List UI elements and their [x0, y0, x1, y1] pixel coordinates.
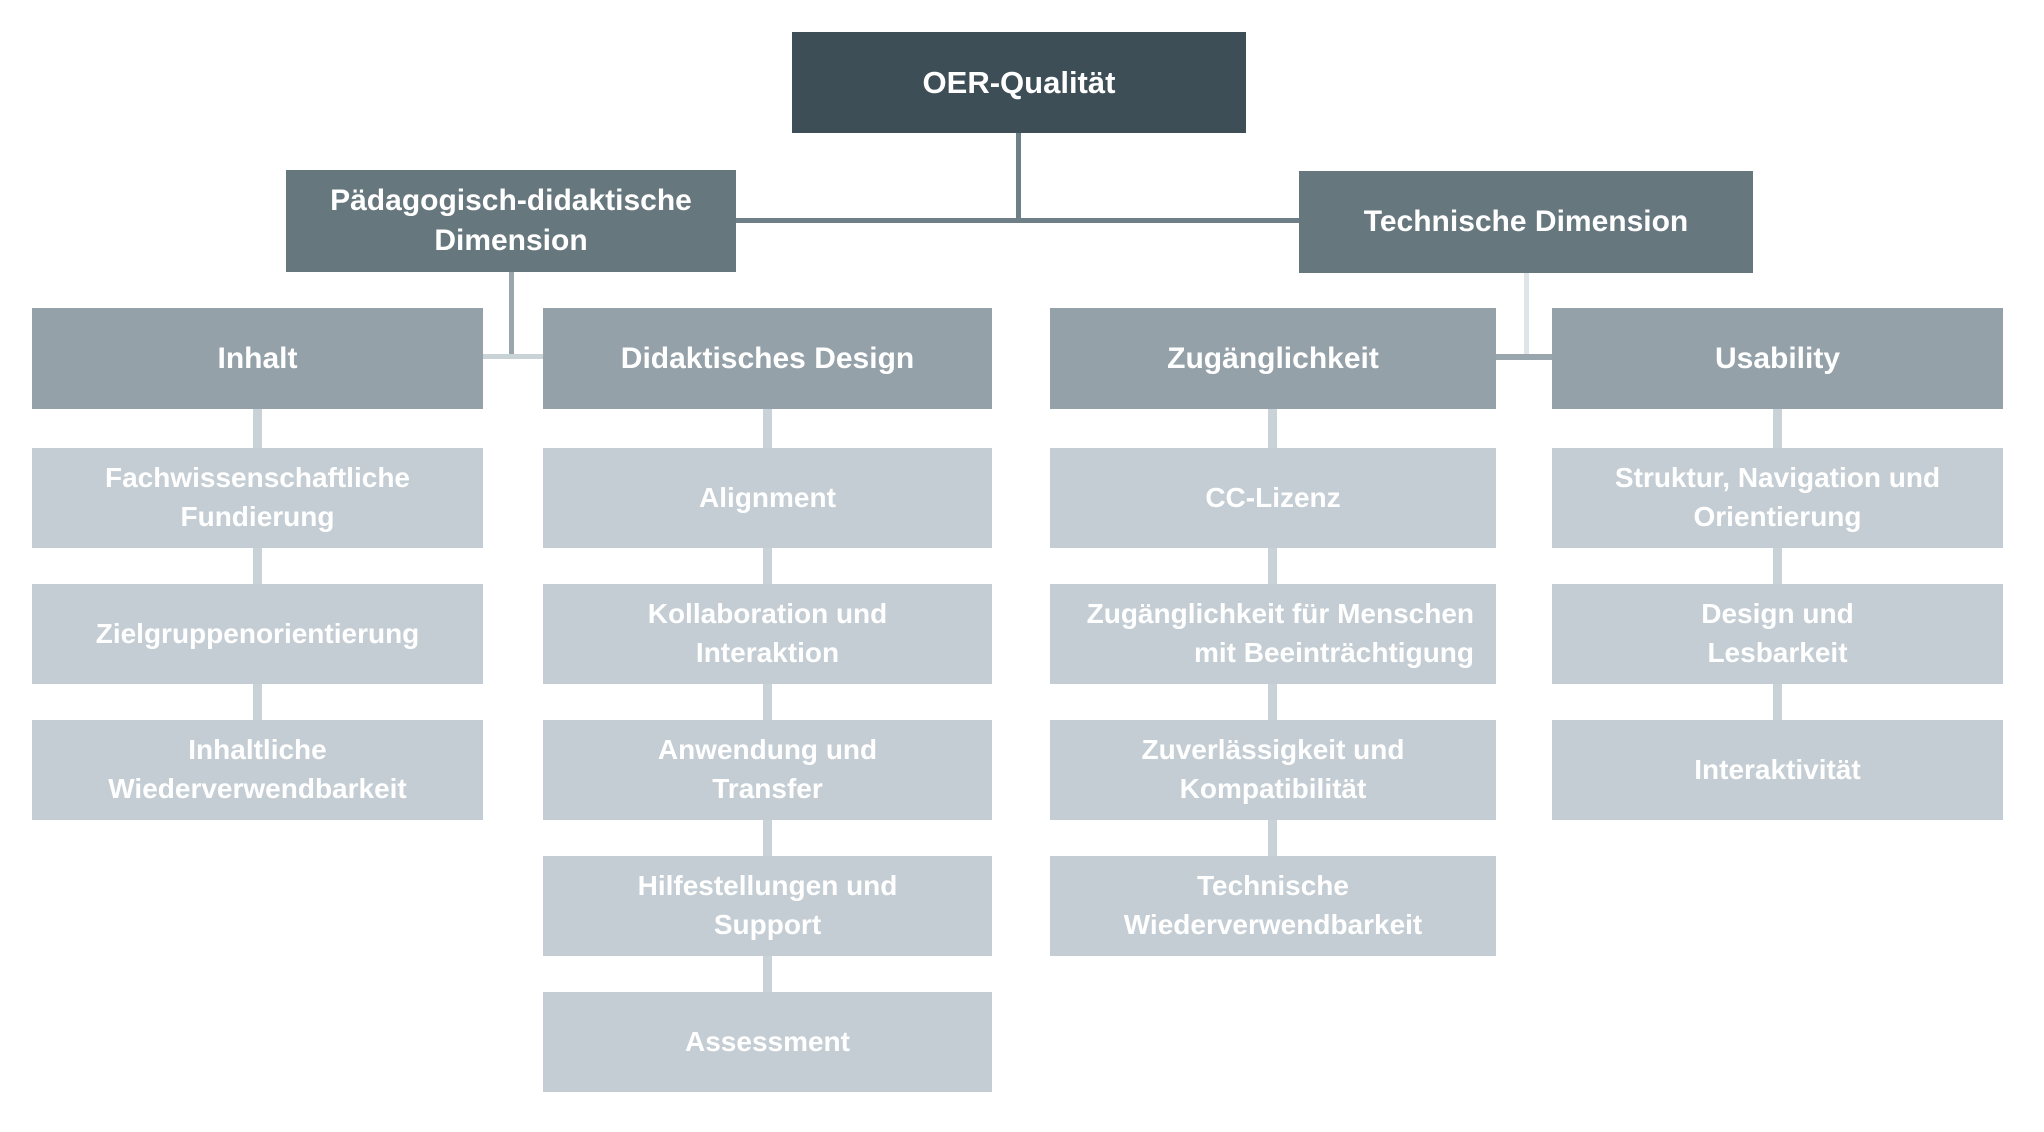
connector-left-dimension-drop: [509, 272, 514, 359]
node-zielgruppenorientierung: Zielgruppenorientierung: [32, 584, 483, 684]
node-zuverlaessigkeit-und-kompatibilitaet: Zuverlässigkeit und Kompatibilität: [1050, 720, 1496, 820]
node-interaktivitaet: Interaktivität: [1552, 720, 2003, 820]
node-fachwissenschaftliche-fundierung: Fachwissenschaftliche Fundierung: [32, 448, 483, 548]
node-hilfestellungen-und-support: Hilfestellungen und Support: [543, 856, 992, 956]
node-design-und-lesbarkeit: Design und Lesbarkeit: [1552, 584, 2003, 684]
node-zugaenglichkeit-fuer-menschen-mit-beeintraechtigung: Zugänglichkeit für Menschen mit Beeinträ…: [1050, 584, 1496, 684]
node-anwendung-und-transfer: Anwendung und Transfer: [543, 720, 992, 820]
connector-column-usability: [1773, 409, 1782, 724]
node-inhalt: Inhalt: [32, 308, 483, 409]
connector-column-inhalt: [253, 409, 262, 724]
connector-left-bridge: [483, 354, 543, 359]
node-paedagogisch-didaktische-dimension: Pädagogisch-didaktische Dimension: [286, 170, 736, 272]
node-kollaboration-und-interaktion: Kollaboration und Interaktion: [543, 584, 992, 684]
node-technische-dimension: Technische Dimension: [1299, 171, 1753, 273]
node-technische-wiederverwendbarkeit: Technische Wiederverwendbarkeit: [1050, 856, 1496, 956]
node-struktur-navigation-und-orientierung: Struktur, Navigation und Orientierung: [1552, 448, 2003, 548]
node-usability: Usability: [1552, 308, 2003, 409]
node-assessment: Assessment: [543, 992, 992, 1092]
node-cc-lizenz: CC-Lizenz: [1050, 448, 1496, 548]
node-oer-qualitaet: OER-Qualität: [792, 32, 1246, 133]
connector-right-bridge: [1495, 354, 1552, 360]
connector-main-horizontal: [736, 218, 1299, 223]
node-zugaenglichkeit: Zugänglichkeit: [1050, 308, 1496, 409]
node-didaktisches-design: Didaktisches Design: [543, 308, 992, 409]
connector-right-dimension-drop: [1524, 273, 1529, 359]
node-inhaltliche-wiederverwendbarkeit: Inhaltliche Wiederverwendbarkeit: [32, 720, 483, 820]
connector-root-drop: [1016, 133, 1021, 223]
node-alignment: Alignment: [543, 448, 992, 548]
connector-column-didaktisches-design: [763, 409, 772, 996]
